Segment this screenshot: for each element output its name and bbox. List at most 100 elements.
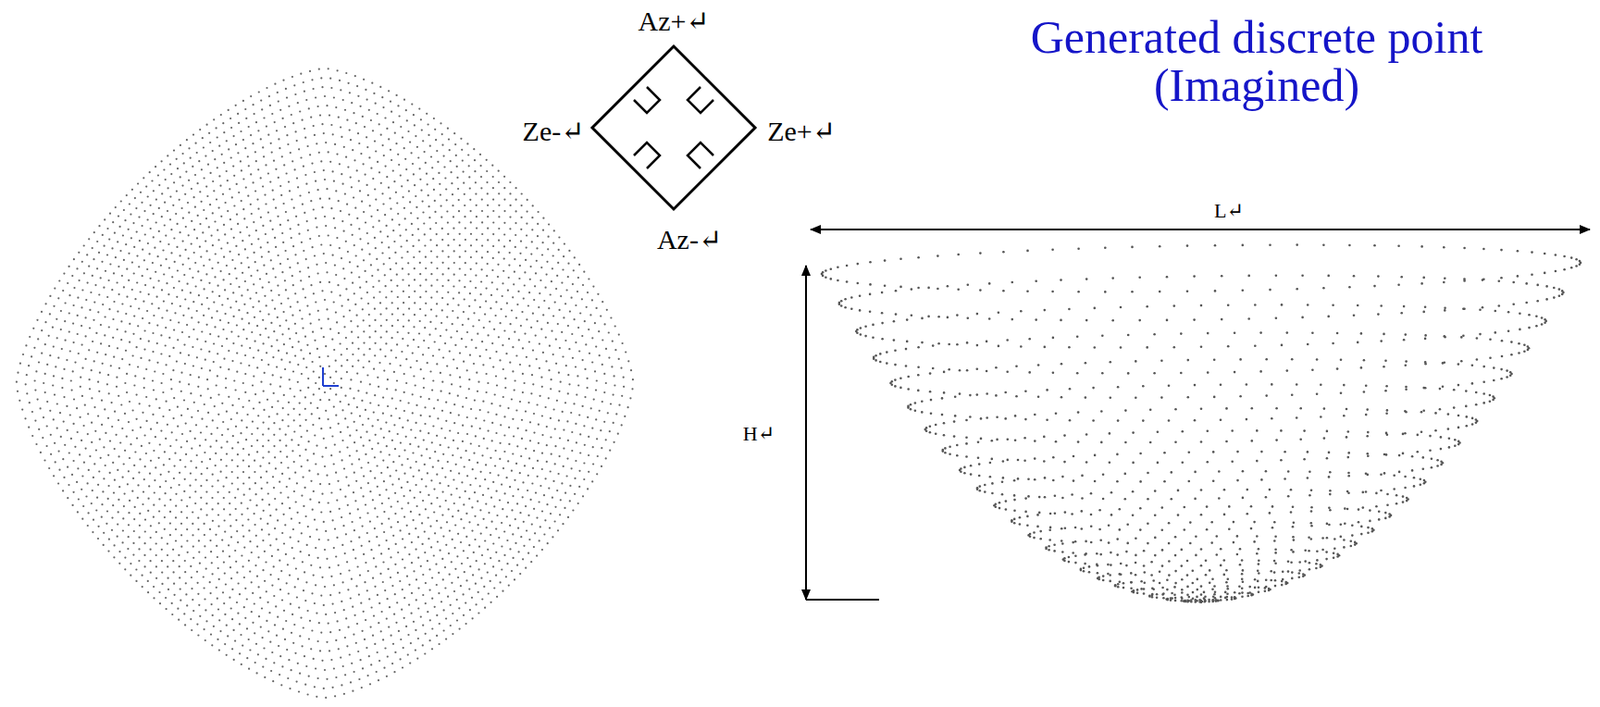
point — [273, 308, 276, 311]
point — [380, 427, 383, 430]
point — [403, 472, 406, 475]
point — [420, 414, 422, 417]
point — [267, 439, 270, 442]
point — [261, 457, 264, 459]
point — [129, 305, 132, 308]
point — [433, 407, 435, 410]
point — [139, 426, 142, 429]
point — [180, 414, 183, 417]
point — [346, 203, 348, 206]
point — [242, 447, 245, 450]
point — [242, 382, 245, 385]
point — [370, 263, 373, 266]
point — [235, 519, 237, 521]
point — [400, 486, 403, 489]
point — [352, 491, 355, 494]
point — [164, 492, 167, 495]
point — [329, 244, 332, 247]
point — [401, 558, 404, 560]
point — [337, 199, 340, 202]
point — [384, 342, 387, 345]
point — [198, 376, 200, 379]
point — [195, 423, 198, 426]
point — [314, 300, 317, 303]
point — [299, 156, 302, 159]
point — [475, 262, 478, 265]
point — [187, 257, 190, 260]
point — [240, 554, 243, 557]
point — [115, 385, 118, 388]
point — [273, 456, 276, 459]
point — [223, 223, 225, 226]
point — [407, 332, 410, 335]
point — [170, 251, 173, 254]
point — [199, 496, 202, 499]
point — [364, 221, 367, 224]
point — [148, 322, 150, 324]
point — [421, 200, 424, 203]
point — [465, 449, 468, 452]
point — [194, 490, 197, 493]
point — [289, 387, 292, 390]
point — [487, 487, 490, 490]
point — [251, 421, 254, 423]
point — [242, 565, 245, 568]
point — [468, 387, 471, 390]
point — [415, 483, 418, 486]
point — [421, 454, 423, 457]
point — [295, 500, 298, 503]
point — [444, 436, 447, 439]
point — [259, 465, 261, 468]
point — [231, 359, 234, 362]
point — [220, 215, 223, 218]
point — [253, 471, 256, 473]
point — [378, 494, 381, 497]
point — [308, 554, 311, 557]
point — [409, 443, 411, 446]
point — [323, 178, 326, 181]
point — [244, 391, 247, 394]
point — [498, 405, 501, 408]
point — [264, 233, 267, 236]
point — [254, 189, 257, 192]
point — [281, 333, 284, 335]
point — [336, 284, 339, 286]
point — [424, 485, 427, 488]
point — [472, 362, 475, 365]
point — [368, 540, 371, 543]
point — [392, 229, 395, 232]
point — [503, 415, 506, 418]
point — [418, 469, 421, 472]
point — [395, 356, 397, 359]
point — [495, 300, 497, 303]
point — [449, 411, 452, 414]
point — [318, 356, 321, 359]
point — [159, 443, 162, 446]
point — [395, 388, 397, 391]
point — [276, 399, 279, 402]
point — [279, 385, 282, 388]
point — [175, 360, 178, 363]
point — [234, 549, 236, 552]
point — [225, 464, 228, 467]
point — [427, 516, 430, 519]
point — [242, 406, 245, 409]
point — [394, 512, 397, 515]
point — [260, 256, 263, 259]
point — [466, 331, 469, 334]
point — [190, 243, 193, 246]
point — [404, 546, 407, 549]
point — [161, 372, 164, 375]
point — [470, 256, 472, 259]
point — [250, 433, 253, 435]
point — [362, 342, 365, 345]
point — [351, 342, 354, 345]
point — [355, 429, 358, 432]
point — [219, 319, 222, 322]
point — [441, 238, 444, 241]
point — [312, 574, 315, 577]
point — [302, 358, 305, 360]
point — [329, 510, 332, 513]
point — [252, 181, 255, 184]
point — [378, 544, 381, 546]
